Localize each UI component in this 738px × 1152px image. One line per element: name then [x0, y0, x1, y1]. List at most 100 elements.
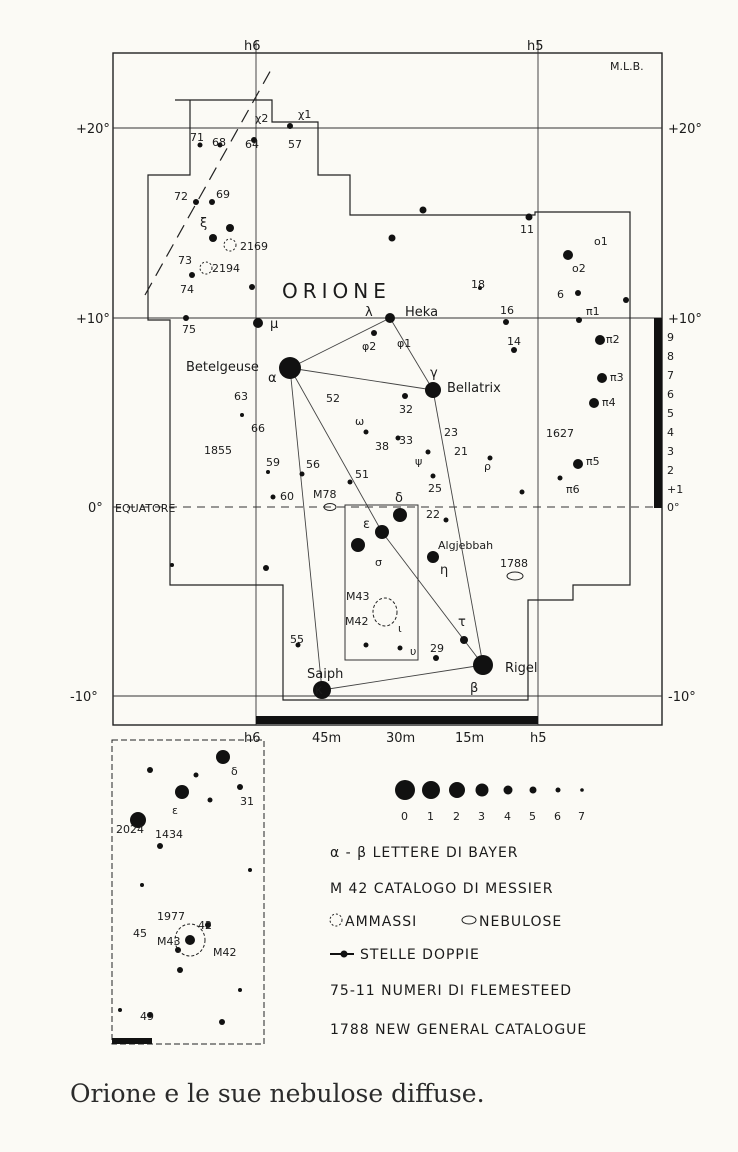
svg-text:π3: π3 [610, 371, 624, 384]
svg-text:π2: π2 [606, 333, 620, 346]
svg-text:χ1: χ1 [298, 108, 311, 121]
svg-text:59: 59 [266, 456, 280, 469]
nebula-m78 [323, 503, 337, 511]
ra-scale-bar [256, 716, 538, 724]
star-lambda [385, 313, 395, 323]
svg-text:2: 2 [453, 810, 460, 823]
svg-text:M42: M42 [213, 946, 237, 959]
belt-region-box [344, 504, 419, 661]
svg-text:τ: τ [458, 615, 466, 630]
svg-text:22: 22 [426, 508, 440, 521]
figure-caption: Orione e le sue nebulose diffuse. [70, 1079, 485, 1108]
scale-labels: 9 8 7 6 5 4 3 2 +1 0° [667, 331, 683, 514]
svg-text:o1: o1 [594, 235, 608, 248]
legend-text: α - β LETTERE DI BAYER M 42 CATALOGO DI … [330, 845, 587, 1038]
dec-left-20: +20° [76, 122, 110, 137]
svg-text:δ: δ [395, 491, 403, 506]
legend-magnitude-dots [395, 780, 584, 800]
svg-text:69: 69 [216, 188, 230, 201]
svg-text:73: 73 [178, 254, 192, 267]
constellation-figure [289, 317, 484, 691]
svg-text:42: 42 [198, 919, 212, 932]
boundary-dashed [144, 67, 273, 296]
svg-text:M78: M78 [313, 488, 337, 501]
svg-text:5: 5 [667, 407, 674, 420]
svg-text:M43: M43 [157, 935, 181, 948]
name-algjebbah: Algjebbah [438, 539, 493, 552]
svg-text:4: 4 [667, 426, 674, 439]
svg-text:66: 66 [251, 422, 265, 435]
credit-label: M.L.B. [610, 60, 644, 73]
inset-frame [111, 739, 265, 1045]
svg-text:λ: λ [365, 305, 373, 320]
svg-text:72: 72 [174, 190, 188, 203]
inset-stars [118, 750, 252, 1025]
inset-scale-bar [112, 1038, 152, 1044]
legend-cluster-symbol [329, 913, 343, 927]
hour-top-h5: h5 [527, 39, 544, 54]
svg-text:ε: ε [172, 804, 178, 817]
svg-text:3: 3 [667, 445, 674, 458]
svg-text:σ: σ [375, 556, 382, 569]
svg-text:38: 38 [375, 440, 389, 453]
svg-text:49: 49 [140, 1010, 154, 1023]
coordinate-grid [113, 40, 662, 725]
svg-text:64: 64 [245, 138, 259, 151]
svg-text:ξ: ξ [200, 216, 207, 231]
stars [209, 224, 607, 699]
star-epsilon [375, 525, 389, 539]
svg-text:4: 4 [504, 810, 511, 823]
svg-text:0: 0 [401, 810, 408, 823]
catalogue-labels: 2169 2194 1788 1855 1627 M78 M43 M42 [204, 240, 574, 628]
star-betelgeuse [279, 357, 301, 379]
svg-text:1788: 1788 [500, 557, 528, 570]
svg-text:74: 74 [180, 283, 194, 296]
star-eta [427, 551, 439, 563]
hour-bottom-15m: 15m [455, 731, 484, 746]
svg-text:33: 33 [399, 434, 413, 447]
svg-text:β: β [470, 681, 478, 696]
svg-text:11: 11 [520, 223, 534, 236]
svg-text:π1: π1 [586, 305, 600, 318]
svg-text:63: 63 [234, 390, 248, 403]
svg-text:2024: 2024 [116, 823, 144, 836]
svg-text:45: 45 [133, 927, 147, 940]
legend-bayer: α - β LETTERE DI BAYER [330, 845, 519, 861]
legend-messier: M 42 CATALOGO DI MESSIER [330, 881, 554, 897]
svg-text:60: 60 [280, 490, 294, 503]
svg-text:κ: κ [315, 683, 323, 698]
svg-text:3: 3 [478, 810, 485, 823]
dec-right-20: +20° [668, 122, 702, 137]
star-zeta [351, 538, 365, 552]
svg-text:25: 25 [428, 482, 442, 495]
faint-stars [170, 123, 629, 661]
svg-text:M43: M43 [346, 590, 370, 603]
chart-frame [112, 52, 663, 726]
svg-text:η: η [440, 563, 448, 578]
inset-labels: δ ε 31 2024 1434 1977 45 42 M43 M42 49 [116, 765, 254, 1023]
svg-text:16: 16 [500, 304, 514, 317]
svg-text:φ1: φ1 [397, 337, 411, 350]
svg-text:21: 21 [454, 445, 468, 458]
svg-text:ω: ω [355, 415, 364, 428]
svg-text:ψ: ψ [415, 455, 422, 468]
legend-nebulae: NEBULOSE [479, 914, 562, 930]
svg-text:μ: μ [270, 317, 278, 332]
svg-text:14: 14 [507, 335, 521, 348]
dec-right-m10: -10° [668, 690, 696, 705]
svg-text:31: 31 [240, 795, 254, 808]
cluster-2169 [223, 238, 237, 252]
svg-text:23: 23 [444, 426, 458, 439]
svg-text:χ2: χ2 [255, 112, 268, 125]
star-rigel [473, 655, 493, 675]
nebula-m42 [372, 597, 398, 627]
name-saiph: Saiph [307, 667, 343, 682]
legend-ngc: 1788 NEW GENERAL CATALOGUE [330, 1022, 587, 1038]
hour-bottom-h6: h6 [244, 731, 261, 746]
svg-text:1855: 1855 [204, 444, 232, 457]
svg-text:7: 7 [578, 810, 585, 823]
svg-text:υ: υ [410, 645, 416, 658]
legend-clusters: AMMASSI [345, 914, 417, 930]
hour-bottom-45m: 45m [312, 731, 341, 746]
